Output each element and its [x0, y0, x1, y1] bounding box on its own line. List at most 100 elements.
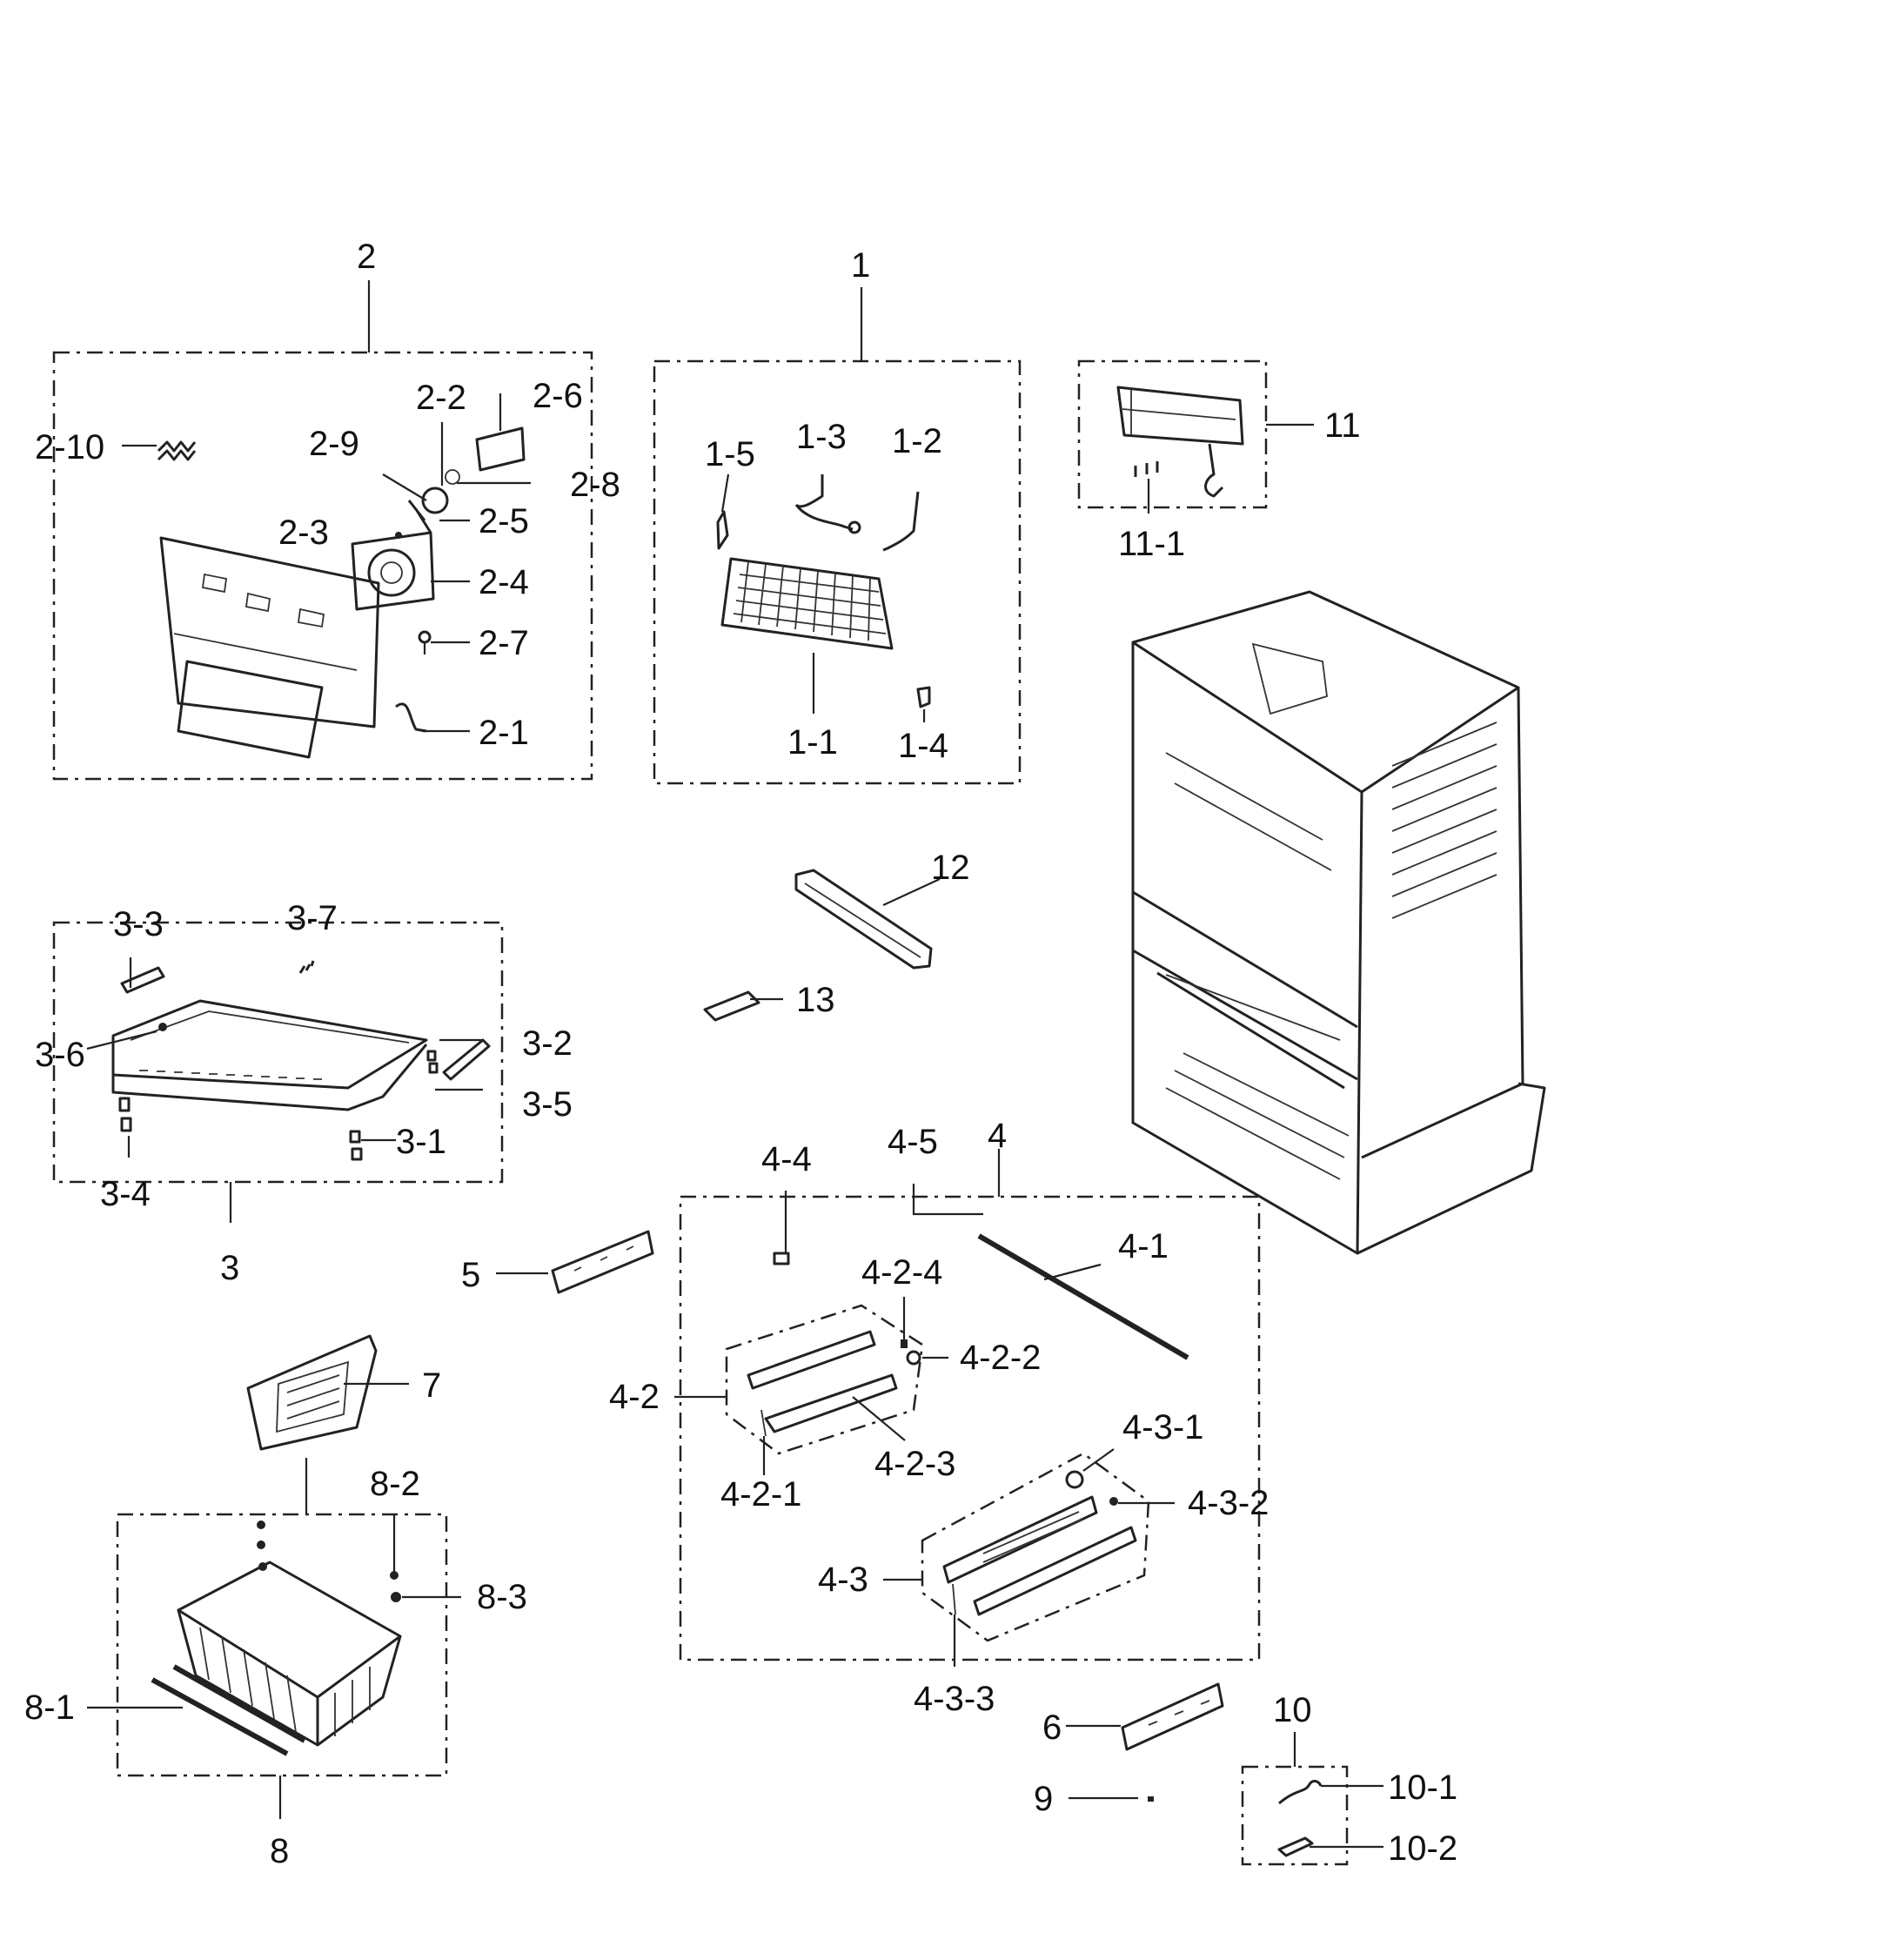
fan-housing-plate[interactable]: [475, 426, 526, 472]
callout-4-3-2[interactable]: 4-3-2: [1188, 1484, 1269, 1522]
callout-3-5[interactable]: 3-5: [522, 1085, 573, 1124]
screw-2-7[interactable]: [418, 630, 432, 654]
callout-8-2[interactable]: 8-2: [370, 1465, 420, 1503]
slide-rail-4-2[interactable]: [747, 1330, 898, 1437]
callout-6[interactable]: 6: [1042, 1708, 1062, 1747]
rollers-3-1[interactable]: [349, 1130, 363, 1161]
group-3-box: [52, 921, 504, 1184]
callout-10-2[interactable]: 10-2: [1388, 1829, 1457, 1868]
callout-5[interactable]: 5: [461, 1256, 480, 1294]
freezer-basket[interactable]: [177, 1561, 402, 1747]
callout-4-3-3[interactable]: 4-3-3: [914, 1680, 995, 1718]
callout-3-4[interactable]: 3-4: [100, 1175, 151, 1213]
callout-4-5[interactable]: 4-5: [888, 1123, 938, 1161]
item-6[interactable]: [1121, 1682, 1224, 1751]
item-7[interactable]: [246, 1334, 378, 1451]
sensor-wire[interactable]: [395, 702, 427, 733]
callout-3-1[interactable]: 3-1: [396, 1123, 446, 1161]
callout-1[interactable]: 1: [851, 246, 870, 285]
callout-2-6[interactable]: 2-6: [533, 377, 583, 415]
rollers-3-4[interactable]: [118, 1097, 132, 1132]
bolt-4-3-1[interactable]: [1065, 1470, 1084, 1489]
wire-10-1[interactable]: [1278, 1780, 1323, 1805]
fan-bracket[interactable]: [351, 531, 435, 611]
callout-1-5[interactable]: 1-5: [705, 435, 755, 473]
bolt-4-2-2[interactable]: [906, 1350, 921, 1366]
callout-4-2-2[interactable]: 4-2-2: [960, 1339, 1041, 1377]
callout-8[interactable]: 8: [270, 1832, 289, 1870]
evaporator-cover-panel[interactable]: [159, 536, 380, 759]
callout-8-1[interactable]: 8-1: [24, 1688, 75, 1727]
callout-4-2[interactable]: 4-2: [609, 1378, 660, 1416]
callout-4-3-1[interactable]: 4-3-1: [1122, 1408, 1203, 1447]
rails-8-1[interactable]: [151, 1664, 306, 1756]
clip-4-4[interactable]: [773, 1252, 790, 1265]
callout-1-1[interactable]: 1-1: [787, 723, 838, 762]
group-4-assembly: 4 4-1 4-4 4-5 4-2-4 4-2-2 4-2 4-2-3 4-2-…: [609, 1117, 1269, 1718]
rail-3-3[interactable]: [120, 966, 165, 994]
callout-8-3[interactable]: 8-3: [477, 1578, 527, 1616]
callout-2-10[interactable]: 2-10: [35, 428, 104, 467]
screws-11-1[interactable]: [1134, 461, 1159, 477]
callout-2-4[interactable]: 2-4: [479, 563, 529, 601]
callout-3-2[interactable]: 3-2: [522, 1024, 573, 1063]
refrigerator-cabinet: [1131, 590, 1546, 1255]
callout-3-3[interactable]: 3-3: [113, 905, 164, 943]
callout-1-4[interactable]: 1-4: [898, 727, 948, 765]
long-rail-4-1[interactable]: [977, 1233, 1189, 1360]
callout-13[interactable]: 13: [796, 981, 835, 1019]
nut-4-2-4[interactable]: [901, 1339, 908, 1348]
callout-1-2[interactable]: 1-2: [892, 422, 942, 460]
callout-4-2-1[interactable]: 4-2-1: [720, 1475, 801, 1514]
callout-11[interactable]: 11: [1324, 406, 1361, 445]
evaporator-coil[interactable]: [720, 557, 894, 650]
callout-10[interactable]: 10: [1273, 1691, 1312, 1729]
callout-4-4[interactable]: 4-4: [761, 1140, 812, 1178]
callout-3[interactable]: 3: [220, 1249, 239, 1287]
screw-3-6[interactable]: [158, 1023, 167, 1031]
wire-1-2[interactable]: [882, 491, 920, 552]
screws-3-7[interactable]: [298, 960, 315, 974]
callout-4-2-4[interactable]: 4-2-4: [861, 1253, 942, 1292]
ice-maker-housing[interactable]: [1116, 386, 1244, 498]
callout-4-3[interactable]: 4-3: [818, 1561, 868, 1599]
grille-clip[interactable]: [157, 440, 197, 461]
callout-9[interactable]: 9: [1034, 1780, 1053, 1818]
callout-2-7[interactable]: 2-7: [479, 624, 529, 662]
defrost-sensor-1-5[interactable]: [716, 510, 729, 550]
callout-2-2[interactable]: 2-2: [416, 379, 466, 417]
callout-1-3[interactable]: 1-3: [796, 418, 847, 456]
freezer-drawer-tray[interactable]: [111, 999, 428, 1111]
item-9[interactable]: [1148, 1796, 1154, 1802]
callout-12[interactable]: 12: [931, 849, 970, 887]
callout-4-2-3[interactable]: 4-2-3: [874, 1445, 955, 1483]
callout-2-8[interactable]: 2-8: [570, 466, 620, 504]
nut-4-3-2[interactable]: [1109, 1497, 1118, 1506]
callout-2[interactable]: 2: [357, 238, 376, 276]
connector-10-2[interactable]: [1277, 1836, 1314, 1857]
slide-rail-4-3[interactable]: [942, 1495, 1137, 1616]
callout-2-5[interactable]: 2-5: [479, 502, 529, 540]
callout-11-1[interactable]: 11-1: [1118, 525, 1185, 563]
callout-3-7[interactable]: 3-7: [287, 899, 338, 937]
fan-motor[interactable]: [407, 469, 460, 534]
callout-7[interactable]: 7: [422, 1366, 441, 1405]
stops-3-5[interactable]: [426, 1050, 439, 1074]
callout-2-3[interactable]: 2-3: [278, 513, 329, 552]
item-5[interactable]: [551, 1230, 654, 1294]
rail-3-2[interactable]: [442, 1038, 491, 1081]
callout-2-1[interactable]: 2-1: [479, 714, 529, 752]
callout-4-1[interactable]: 4-1: [1118, 1227, 1169, 1265]
callout-10-1[interactable]: 10-1: [1388, 1769, 1457, 1807]
clips-8-2-8-3[interactable]: [257, 1520, 401, 1602]
group-11-box: [1077, 359, 1268, 509]
group-2-box: [52, 351, 593, 781]
thermal-fuse-1-4[interactable]: [916, 686, 931, 708]
heater-harness-1-3[interactable]: [794, 474, 854, 531]
callout-3-6[interactable]: 3-6: [35, 1036, 85, 1074]
group-4-2-box: [725, 1304, 924, 1455]
item-12[interactable]: [794, 869, 933, 970]
callout-2-9[interactable]: 2-9: [309, 425, 359, 463]
item-13[interactable]: [703, 990, 760, 1022]
callout-4[interactable]: 4: [988, 1117, 1007, 1155]
